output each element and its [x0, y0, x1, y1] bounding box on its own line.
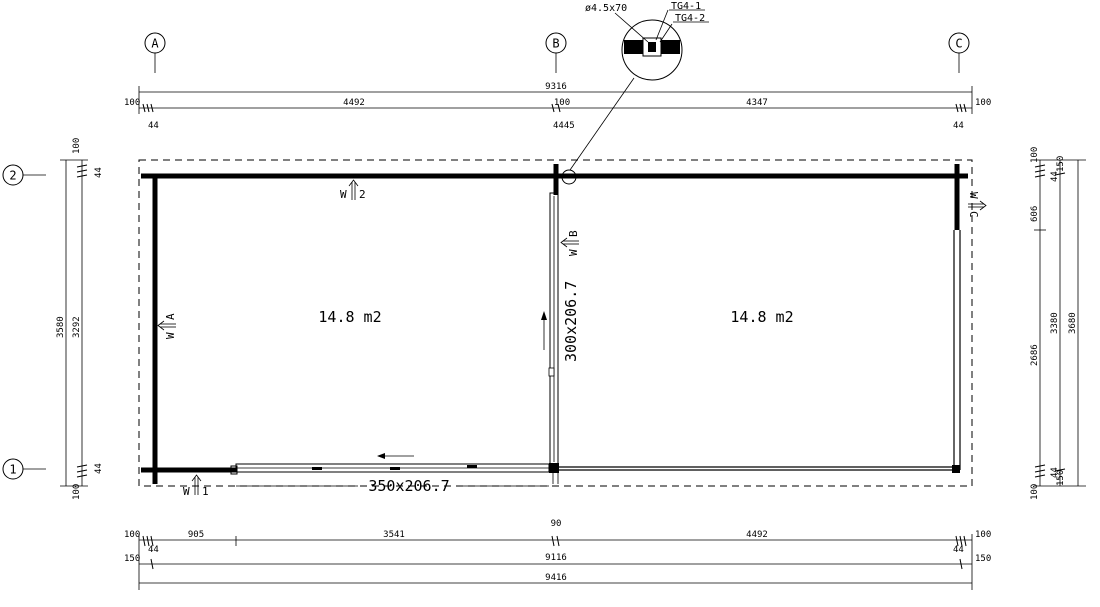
- bottom-right-44-dim: 44: [953, 545, 964, 555]
- wall-mark-1: W 1: [183, 474, 209, 498]
- left-top44-dim: 44: [94, 167, 104, 178]
- top-mid-in-dim: 4445: [553, 121, 575, 131]
- top-seg2-dim: 4347: [746, 98, 768, 108]
- top-dimensions: 9316 4492 100 4347 100 100 44 4445 44: [124, 82, 991, 131]
- top-left-out-dim: 100: [124, 98, 140, 108]
- interior-door-frame: [548, 192, 559, 466]
- right-bot44-dim: 44: [1050, 467, 1060, 478]
- right-seg606-dim: 606: [1030, 206, 1040, 222]
- bottom-right-150-dim: 150: [975, 554, 991, 564]
- roof-outline: [138, 159, 973, 487]
- axis-marker-a: A: [144, 32, 166, 73]
- left-inner-dim: 3292: [72, 316, 82, 338]
- slide-direction-arrow-front: [377, 453, 414, 459]
- right-bot150-dim: 150: [1056, 470, 1066, 486]
- wall-mark-1-num: 1: [202, 485, 209, 498]
- axis-marker-2: 2: [2, 164, 46, 186]
- bottom-seg3-dim: 4492: [746, 530, 768, 540]
- left-bot44-dim: 44: [94, 463, 104, 474]
- axis-marker-1: 1: [2, 458, 46, 480]
- axis-label-1: 1: [9, 463, 16, 477]
- axis-marker-c: C: [948, 32, 970, 73]
- joint-detail-callout: ø4.5x70 TG4-1 TG4-2: [561, 1, 709, 185]
- top-left-in-dim: 44: [148, 121, 159, 131]
- wall-mark-1-w: W: [183, 485, 190, 498]
- wall-mark-a: W A: [157, 313, 177, 339]
- top-total-dim: 9316: [545, 82, 567, 92]
- wall-mark-2-w: W: [340, 188, 347, 201]
- axis-label-b: B: [552, 37, 559, 51]
- bottom-gap-dim: 90: [551, 519, 562, 529]
- right-seg2686-dim: 2686: [1030, 344, 1040, 366]
- wall-mark-2: W 2: [340, 179, 366, 201]
- axis-marker-b: B: [545, 32, 567, 73]
- left-top100-dim: 100: [72, 138, 82, 154]
- wall-mark-b-letter: B: [567, 230, 580, 237]
- bottom-total-dim: 9416: [545, 573, 567, 583]
- interior-door-size: 300x206.7: [562, 281, 580, 362]
- left-bot100-dim: 100: [72, 484, 82, 500]
- wall-mark-b-w: W: [567, 249, 580, 256]
- wall-mark-a-letter: A: [164, 313, 177, 320]
- wall-mark-b: W B: [560, 230, 580, 256]
- bottom-left-44-dim: 44: [148, 545, 159, 555]
- bottom-dimensions: 100 905 3541 4492 100 90 150 44 9116 44 …: [124, 519, 991, 590]
- right-outer-dim: 3680: [1068, 312, 1078, 334]
- right-seg3380-dim: 3380: [1050, 312, 1060, 334]
- front-sliding-door: [235, 463, 550, 473]
- right-bot100-dim: 100: [1030, 484, 1040, 500]
- wall-mark-c-letter: C: [967, 211, 980, 218]
- left-dimensions: 100 3580 3292 44 44 100: [56, 138, 104, 500]
- axis-label-2: 2: [9, 169, 16, 183]
- right-top44-dim: 44: [1050, 171, 1060, 182]
- front-door-size: 350x206.7: [236, 477, 549, 495]
- wall-mark-2-num: 2: [359, 188, 366, 201]
- bottom-seg2-dim: 3541: [383, 530, 405, 540]
- front-door-size-label: 350x206.7: [368, 477, 449, 495]
- wall-mark-a-w: W: [164, 332, 177, 339]
- top-right-out-dim: 100: [975, 98, 991, 108]
- axis-label-c: C: [955, 37, 962, 51]
- room-left-area: 14.8 m2: [318, 308, 381, 326]
- bottom-left-150-dim: 150: [124, 554, 140, 564]
- bottom-inner-dim: 9116: [545, 553, 567, 563]
- top-mid-dim: 100: [554, 98, 570, 108]
- walls: [141, 164, 968, 484]
- axis-label-a: A: [151, 37, 159, 51]
- right-top100-dim: 100: [1030, 147, 1040, 163]
- right-top150-dim: 150: [1056, 156, 1066, 172]
- wall-mark-c-w: W: [967, 192, 980, 199]
- detail-screw-label: ø4.5x70: [585, 3, 627, 14]
- slide-direction-arrow-interior: [541, 311, 547, 350]
- bottom-right-out-dim: 100: [975, 530, 991, 540]
- wall-mark-c: W C: [967, 192, 987, 218]
- top-seg1-dim: 4492: [343, 98, 365, 108]
- bottom-left-out-dim: 100: [124, 530, 140, 540]
- detail-tg1-label: TG4-1: [671, 1, 701, 12]
- left-outer-dim: 3580: [56, 316, 66, 338]
- room-right-area: 14.8 m2: [730, 308, 793, 326]
- top-right-in-dim: 44: [953, 121, 964, 131]
- bottom-seg1-dim: 905: [188, 530, 204, 540]
- right-dimensions: 100 44 150 606 2686 3380 3680 44 150 100: [1030, 147, 1086, 500]
- detail-tg2-label: TG4-2: [675, 13, 705, 24]
